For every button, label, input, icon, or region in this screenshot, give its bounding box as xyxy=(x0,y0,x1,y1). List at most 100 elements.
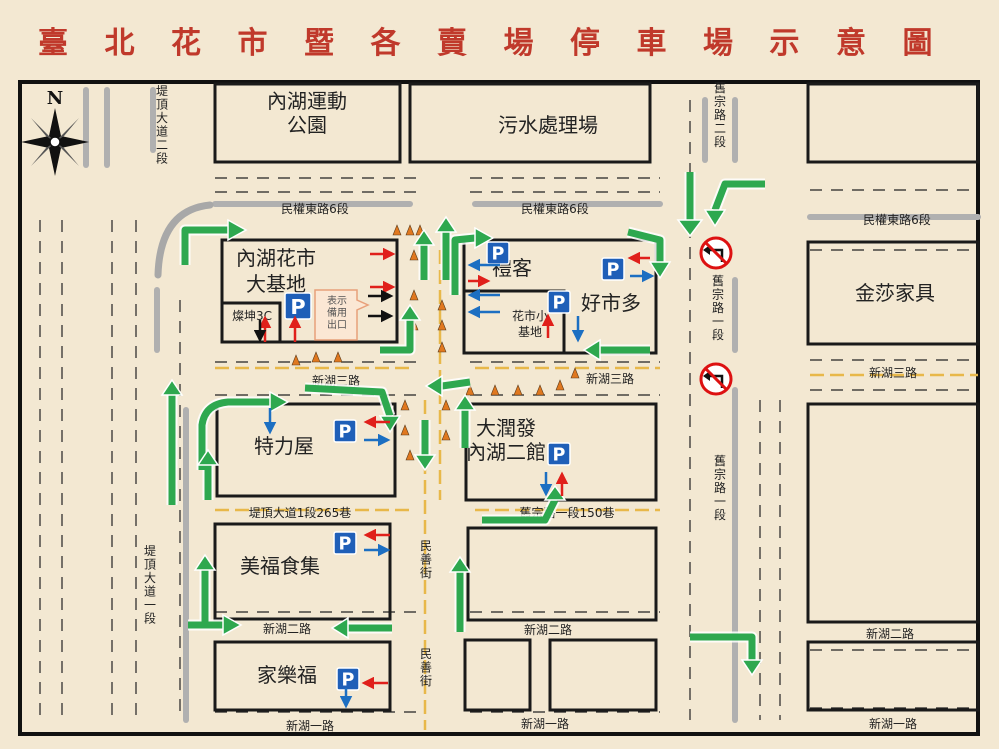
road-highlights xyxy=(83,87,981,730)
street-xinhu1-east: 新湖一路 xyxy=(869,716,917,731)
svg-text:P: P xyxy=(342,671,355,691)
route-arrows xyxy=(166,172,765,660)
ne-block xyxy=(806,82,980,164)
parking-sign-icon: P xyxy=(333,419,357,443)
traffic-cone-icon xyxy=(437,299,447,311)
traffic-cone-icon xyxy=(437,319,447,331)
traffic-cone-icon xyxy=(400,424,410,436)
street-jiuzong2: 舊宗路二段 xyxy=(714,80,726,149)
traffic-cone-icon xyxy=(513,384,523,396)
page-title: 臺北花市暨各賣場停車場示意圖 xyxy=(0,18,999,70)
title-char: 意 xyxy=(836,26,866,61)
title-char: 市 xyxy=(237,26,268,61)
meifu-label: 美福食集 xyxy=(240,554,320,578)
street-xinhu1-west: 新湖一路 xyxy=(286,718,334,733)
traffic-cone-icon xyxy=(437,341,447,353)
costco-label: 好市多 xyxy=(581,291,641,315)
traffic-cone-icon xyxy=(333,351,343,363)
exit-legend: 表示備用出口 xyxy=(314,289,370,341)
title-char: 場 xyxy=(503,26,534,61)
title-char: 示 xyxy=(769,26,800,61)
parking-signs: P P P P P P P P xyxy=(284,241,625,691)
traffic-cone-icon xyxy=(570,367,580,379)
street-minquan-mid: 民權東路6段 xyxy=(521,201,589,216)
svg-text:P: P xyxy=(290,295,305,319)
canshen-block xyxy=(220,301,282,344)
svg-text:P: P xyxy=(492,245,505,265)
no-left-turn-icon xyxy=(699,362,733,396)
parking-sign-icon: P xyxy=(486,241,510,265)
street-jiuzong1-north: 舊宗路一段 xyxy=(712,273,724,342)
rtmart-label: 大潤發內湖二館 xyxy=(466,416,546,464)
trilord-block xyxy=(215,402,397,498)
traffic-cone-icon xyxy=(405,449,415,461)
title-char: 賣 xyxy=(437,26,467,61)
street-diding-265: 堤頂大道1段265巷 xyxy=(249,505,352,520)
traffic-cone-icon xyxy=(400,399,410,411)
street-jiuzong1-south: 舊宗路一段 xyxy=(714,453,726,522)
trilord-label: 特力屋 xyxy=(254,434,314,458)
parking-sign-icon: P xyxy=(284,292,312,320)
street-diding-top: 堤頂大道二段 xyxy=(156,84,168,166)
title-char: 暨 xyxy=(304,26,334,61)
neihu-park-label: 內湖運動公園 xyxy=(267,89,347,137)
flower-market-label: 內湖花市大基地 xyxy=(236,246,316,296)
title-char: 北 xyxy=(104,26,135,61)
se-bottom-block xyxy=(806,640,980,712)
street-xinhu3-east: 新湖三路 xyxy=(869,365,917,380)
south-small-block xyxy=(463,638,532,712)
title-char: 花 xyxy=(171,26,201,61)
flower-market-block xyxy=(220,238,399,344)
parking-sign-icon: P xyxy=(601,257,625,281)
traffic-cone-icon xyxy=(465,384,475,396)
street-minshan-south: 民善街 xyxy=(420,647,432,688)
street-minquan-east: 民權東路6段 xyxy=(863,212,931,227)
street-xinhu2-east: 新湖二路 xyxy=(866,626,914,641)
compass-rose-icon: N xyxy=(21,88,89,176)
direction-arrows xyxy=(253,247,655,709)
carrefour-label: 家樂福 xyxy=(257,663,317,687)
traffic-cone-icon xyxy=(409,249,419,261)
block-labels: 內湖運動公園 污水處理場 內湖花市大基地 燦坤3C 禮客 好市多 花市小基地 金… xyxy=(232,89,935,687)
traffic-cone-icon xyxy=(555,379,565,391)
jinsha-block xyxy=(806,240,980,346)
title-char: 圖 xyxy=(902,26,933,61)
traffic-cone-icon xyxy=(490,384,500,396)
title-char: 停 xyxy=(570,26,600,61)
south-mid-block xyxy=(466,526,658,622)
parking-sign-icon: P xyxy=(333,531,357,555)
traffic-cone-icon xyxy=(441,399,451,411)
parking-sign-icon: P xyxy=(547,442,571,466)
svg-text:P: P xyxy=(339,423,352,443)
title-char: 各 xyxy=(370,26,401,61)
title-char: 場 xyxy=(703,26,733,61)
mini-base-block xyxy=(462,289,566,355)
south-right-block xyxy=(548,638,658,712)
carrefour-block xyxy=(213,640,392,712)
road-lines xyxy=(39,100,978,720)
sewage-label: 污水處理場 xyxy=(498,113,598,137)
street-xinhu1-mid: 新湖一路 xyxy=(521,716,569,731)
compass-north-label: N xyxy=(47,88,63,109)
traffic-cones xyxy=(291,224,580,461)
traffic-cone-icon xyxy=(409,289,419,301)
street-labels: 民權東路6段 民權東路6段 民權東路6段 新湖三路 新湖三路 新湖三路 堤頂大道… xyxy=(249,201,931,733)
street-minshan-north: 民善街 xyxy=(420,539,432,580)
street-minquan-west: 民權東路6段 xyxy=(281,201,349,216)
sewage-plant-block xyxy=(408,82,652,164)
exit-legend-text: 表示備用出口 xyxy=(327,294,347,331)
traffic-cone-icon xyxy=(311,351,321,363)
traffic-cone-icon xyxy=(535,384,545,396)
parking-sign-icon: P xyxy=(336,667,360,691)
route-arrowheads xyxy=(160,209,764,677)
parking-sign-icon: P xyxy=(547,290,571,314)
traffic-cone-icon xyxy=(441,429,451,441)
title-char: 車 xyxy=(636,26,667,61)
meifu-block xyxy=(213,522,392,621)
svg-text:P: P xyxy=(553,294,566,314)
street-diding-bottom: 堤頂大道一段 xyxy=(144,544,156,626)
se-mid-block xyxy=(806,402,980,624)
svg-text:P: P xyxy=(339,535,352,555)
